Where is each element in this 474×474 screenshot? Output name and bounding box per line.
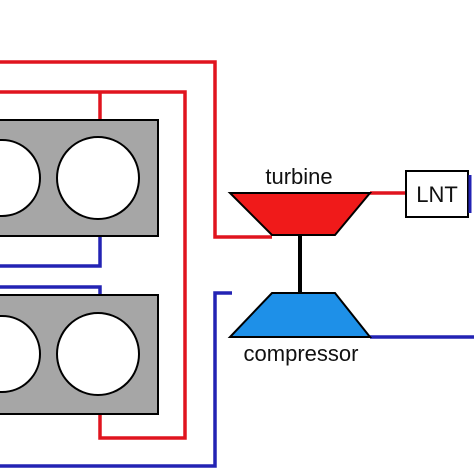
cylinder-upper-2: [56, 136, 140, 220]
cylinder-upper-1: [0, 139, 41, 217]
intake-upper-feed: [0, 236, 102, 268]
cylinder-lower-1: [0, 315, 41, 393]
lnt-box: LNT: [405, 170, 469, 218]
exhaust-inner-loop: [0, 90, 187, 440]
compressor-shape: [227, 292, 373, 338]
engine-block-upper: [0, 119, 159, 237]
exhaust-lines: [0, 60, 406, 440]
cylinder-lower-2: [56, 312, 140, 396]
turbine-shape: [227, 192, 373, 236]
lnt-label: LNT: [416, 182, 458, 207]
intake-from-compressor: [0, 291, 232, 468]
lnt-box-frame: [405, 170, 469, 218]
intake-lines: [0, 236, 474, 468]
exhaust-outer-loop: [0, 60, 272, 239]
turbine-label: turbine: [265, 164, 332, 189]
compressor-label: compressor: [244, 341, 359, 366]
engine-block-lower: [0, 294, 159, 415]
intake-main-feed: [0, 285, 102, 295]
